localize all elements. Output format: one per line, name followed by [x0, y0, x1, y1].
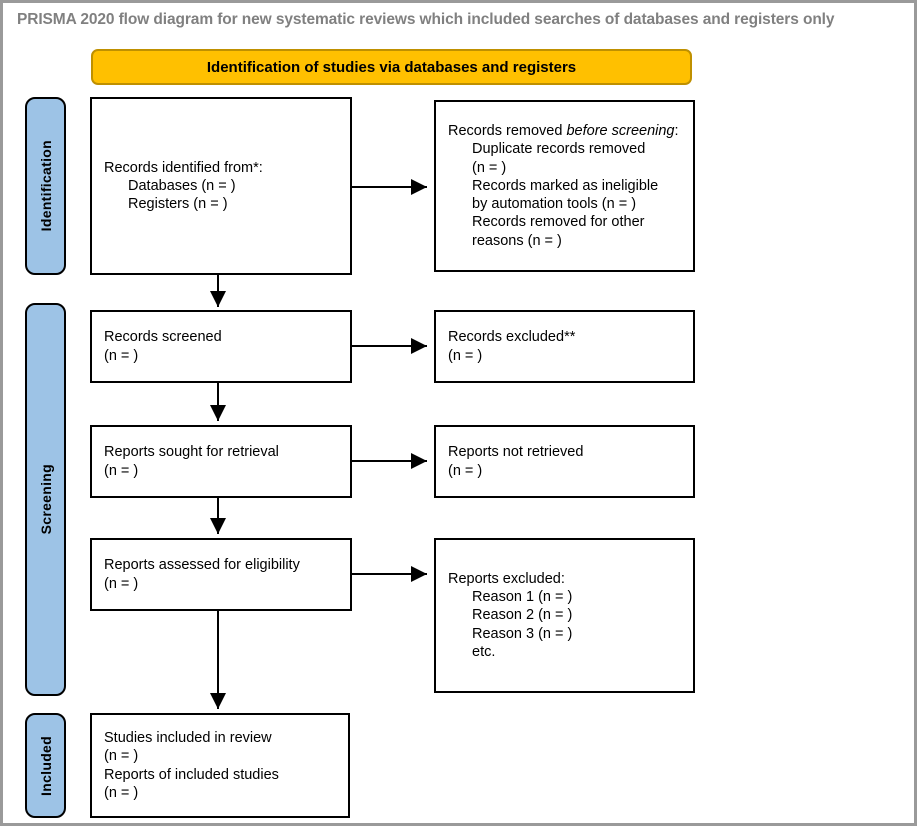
records-excluded-line-2: (n = )	[448, 347, 483, 364]
records-removed-item-1: Duplicate records removed	[472, 141, 646, 158]
connector-assessed-to-included	[210, 611, 226, 709]
reports-excluded-item-4: etc.	[472, 643, 496, 660]
box-reports-sought: Reports sought for retrieval (n = )	[90, 425, 352, 498]
banner-label: Identification of studies via databases …	[206, 58, 577, 76]
stage-bar-included: Included	[25, 713, 66, 818]
records-removed-heading-tail: :	[674, 123, 679, 140]
records-removed-item-2: (n = )	[472, 159, 507, 176]
studies-included-line-2: (n = )	[104, 748, 139, 765]
studies-included-line-4: (n = )	[104, 784, 139, 801]
stage-label-screening: Screening	[37, 464, 54, 535]
box-records-removed: Records removed before screening: Duplic…	[434, 100, 695, 272]
reports-not-retrieved-line-1: Reports not retrieved	[448, 444, 584, 461]
connector-sought-to-not-retrieved	[352, 453, 427, 469]
stage-label-included: Included	[37, 735, 54, 796]
box-reports-not-retrieved: Reports not retrieved (n = )	[434, 425, 695, 498]
box-records-screened: Records screened (n = )	[90, 310, 352, 383]
reports-excluded-item-3: Reason 3 (n = )	[472, 625, 573, 642]
records-removed-heading-plain: Records removed	[448, 123, 567, 140]
connector-sought-to-assessed	[210, 498, 226, 534]
records-screened-line-1: Records screened	[104, 329, 222, 346]
box-reports-assessed: Reports assessed for eligibility (n = )	[90, 538, 352, 611]
records-removed-heading: Records removed before screening:	[448, 122, 681, 140]
records-identified-line-3: Registers (n = )	[128, 196, 228, 213]
connector-screened-to-excluded	[352, 338, 427, 354]
connector-screened-to-sought	[210, 383, 226, 421]
records-removed-item-4: by automation tools (n = )	[472, 196, 637, 213]
records-removed-item-5: Records removed for other	[472, 214, 645, 231]
box-studies-included: Studies included in review (n = ) Report…	[90, 713, 350, 818]
connector-identified-to-screened	[210, 273, 226, 307]
reports-assessed-line-2: (n = )	[104, 575, 139, 592]
identification-banner: Identification of studies via databases …	[91, 49, 692, 85]
records-identified-line-2: Databases (n = )	[128, 177, 236, 194]
page-title: PRISMA 2020 flow diagram for new systema…	[17, 11, 835, 28]
records-removed-heading-italic: before screening	[566, 123, 675, 140]
records-removed-item-6: reasons (n = )	[472, 232, 562, 249]
stage-label-identification: Identification	[37, 140, 54, 232]
connector-identified-to-removed	[352, 179, 427, 195]
box-records-excluded: Records excluded** (n = )	[434, 310, 695, 383]
records-removed-item-3: Records marked as ineligible	[472, 177, 659, 194]
reports-excluded-heading: Reports excluded:	[448, 570, 565, 587]
stage-bar-identification: Identification	[25, 97, 66, 275]
reports-sought-line-1: Reports sought for retrieval	[104, 444, 279, 461]
studies-included-line-3: Reports of included studies	[104, 766, 279, 783]
studies-included-line-1: Studies included in review	[104, 729, 272, 746]
records-screened-line-2: (n = )	[104, 347, 139, 364]
records-excluded-line-1: Records excluded**	[448, 329, 576, 346]
reports-excluded-item-2: Reason 2 (n = )	[472, 607, 573, 624]
reports-excluded-item-1: Reason 1 (n = )	[472, 589, 573, 606]
records-identified-line-1: Records identified from*:	[104, 159, 263, 176]
box-records-identified: Records identified from*: Databases (n =…	[90, 97, 352, 275]
box-reports-excluded: Reports excluded: Reason 1 (n = ) Reason…	[434, 538, 695, 693]
reports-not-retrieved-line-2: (n = )	[448, 462, 483, 479]
reports-assessed-line-1: Reports assessed for eligibility	[104, 557, 300, 574]
reports-sought-line-2: (n = )	[104, 462, 139, 479]
stage-bar-screening: Screening	[25, 303, 66, 696]
connector-assessed-to-reports-excluded	[352, 566, 427, 582]
